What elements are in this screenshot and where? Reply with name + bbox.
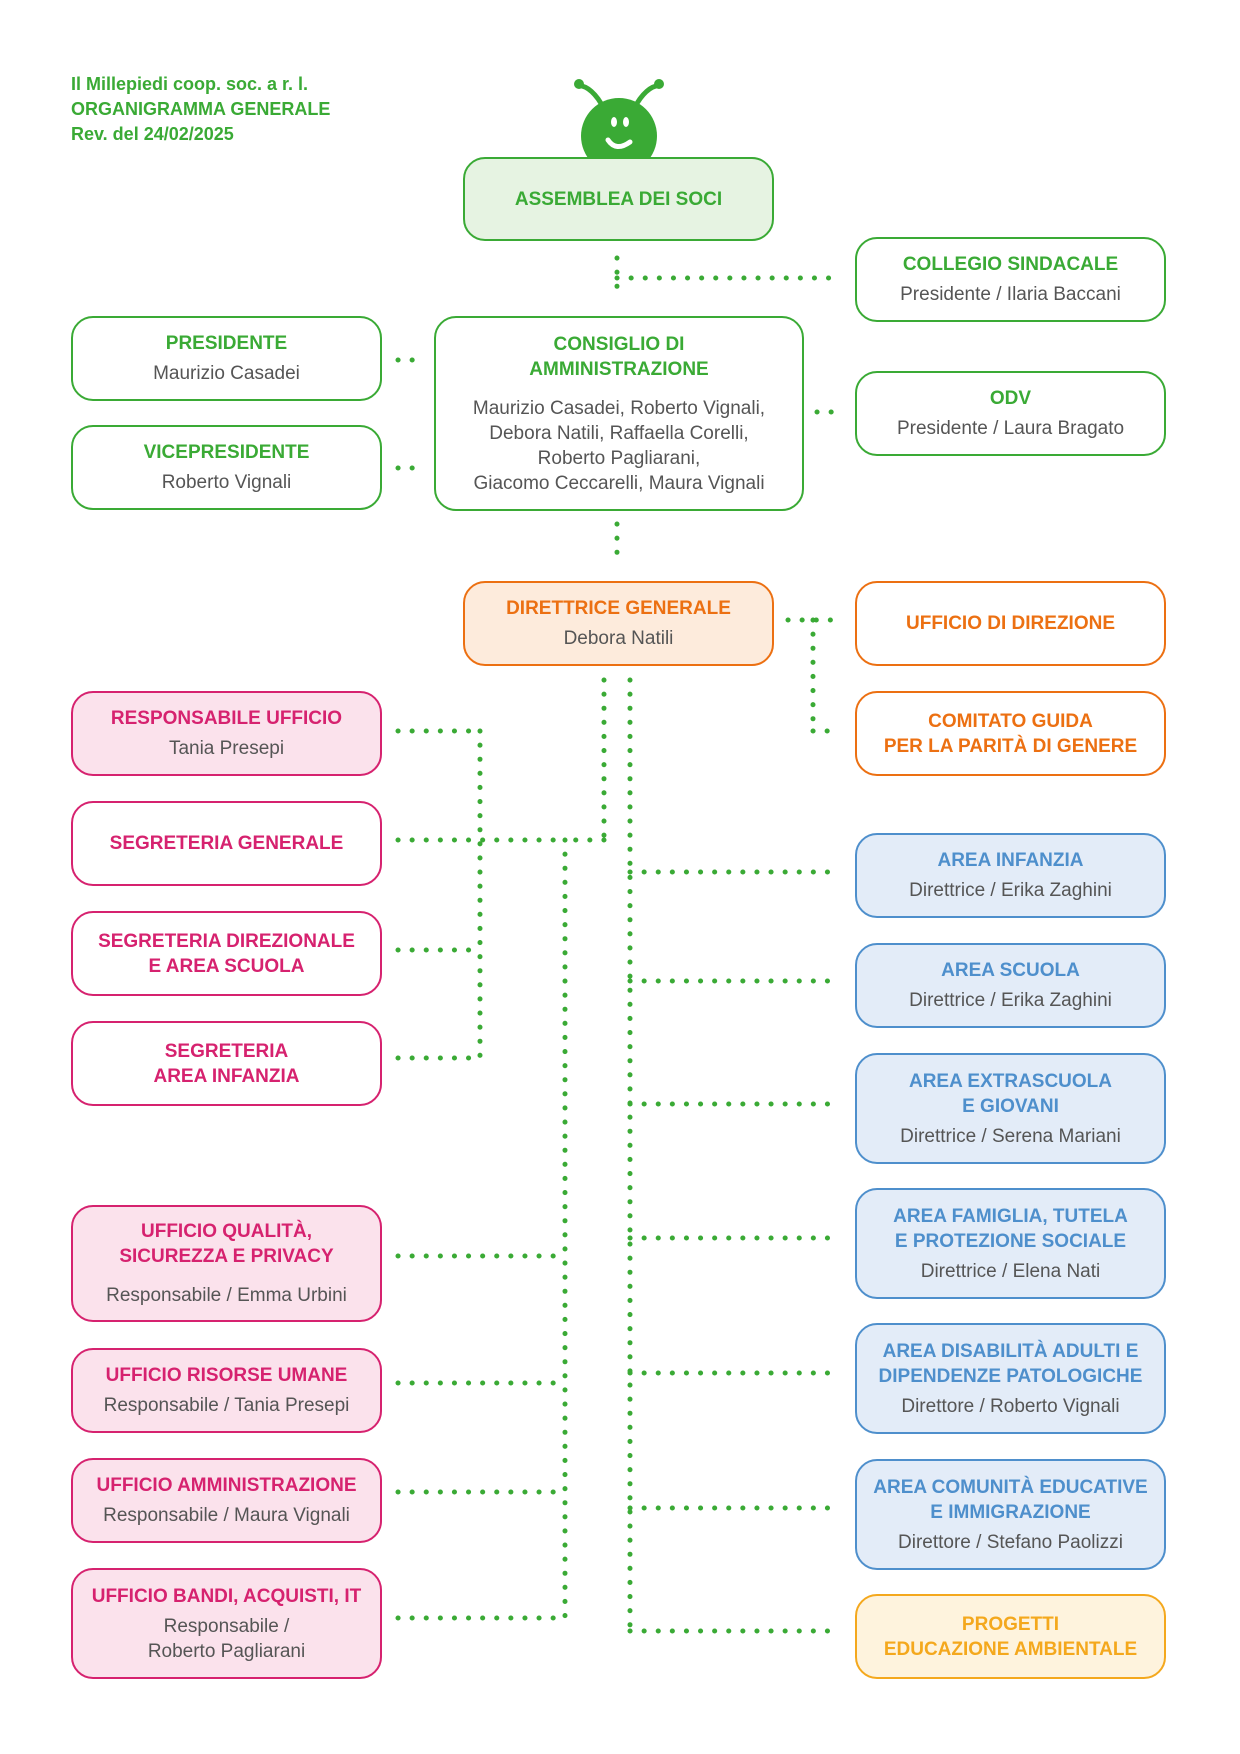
millepiedi-smiley-logo-icon (574, 79, 664, 174)
document-header: Il Millepiedi coop. soc. a r. l. ORGANIG… (71, 72, 330, 147)
node-title: DIRETTRICE GENERALE (506, 598, 731, 619)
node-title: ODV (989, 388, 1032, 409)
node-subtitle: Responsabile / Tania Presepi (103, 1395, 350, 1416)
node-title: PRESIDENTE (165, 333, 288, 354)
node-members: Maurizio Casadei, Roberto Vignali, Debor… (472, 397, 766, 494)
node-responsabile-ufficio: RESPONSABILE UFFICIO Tania Presepi (71, 691, 382, 776)
node-subtitle: Responsabile / Roberto Pagliarani (147, 1615, 306, 1662)
node-subtitle: Maurizio Casadei (153, 363, 300, 384)
company-name: Il Millepiedi coop. soc. a r. l. (71, 74, 309, 94)
node-title: AREA DISABILITÀ ADULTI E DIPENDENZE PATO… (878, 1340, 1143, 1387)
revision-date: Rev. del 24/02/2025 (71, 124, 234, 144)
node-area-famiglia: AREA FAMIGLIA, TUTELA E PROTEZIONE SOCIA… (855, 1188, 1166, 1299)
node-title: VICEPRESIDENTE (143, 442, 310, 463)
node-subtitle: Debora Natili (563, 628, 674, 649)
node-title: SEGRETERIA AREA INFANZIA (153, 1040, 300, 1087)
node-title: CONSIGLIO DI AMMINISTRAZIONE (529, 333, 709, 380)
node-subtitle: Presidente / Ilaria Baccani (900, 284, 1121, 305)
node-area-scuola: AREA SCUOLA Direttrice / Erika Zaghini (855, 943, 1166, 1028)
node-subtitle: Direttrice / Elena Nati (920, 1260, 1101, 1282)
node-subtitle: Roberto Vignali (161, 472, 292, 493)
node-subtitle: Direttore / Stefano Paolizzi (898, 1531, 1123, 1553)
node-title: SEGRETERIA GENERALE (109, 833, 344, 854)
node-title: PROGETTI EDUCAZIONE AMBIENTALE (883, 1613, 1138, 1660)
node-subtitle: Responsabile / Emma Urbini (106, 1285, 347, 1306)
node-subtitle: Direttrice / Serena Mariani (900, 1125, 1121, 1147)
node-title: ASSEMBLEA DEI SOCI (514, 188, 723, 210)
node-area-disabilita: AREA DISABILITÀ ADULTI E DIPENDENZE PATO… (855, 1323, 1166, 1434)
node-direttrice-generale: DIRETTRICE GENERALE Debora Natili (463, 581, 774, 666)
node-progetti-educazione-ambientale: PROGETTI EDUCAZIONE AMBIENTALE (855, 1594, 1166, 1679)
node-title: UFFICIO RISORSE UMANE (105, 1365, 348, 1386)
node-vicepresidente: VICEPRESIDENTE Roberto Vignali (71, 425, 382, 510)
node-segreteria-direzionale: SEGRETERIA DIREZIONALE E AREA SCUOLA (71, 911, 382, 996)
node-area-extrascuola: AREA EXTRASCUOLA E GIOVANI Direttrice / … (855, 1053, 1166, 1164)
node-title: AREA COMUNITÀ EDUCATIVE E IMMIGRAZIONE (873, 1476, 1148, 1523)
node-odv: ODV Presidente / Laura Bragato (855, 371, 1166, 456)
node-title: COMITATO GUIDA PER LA PARITÀ DI GENERE (883, 710, 1138, 757)
node-subtitle: Direttore / Roberto Vignali (901, 1395, 1120, 1417)
node-area-infanzia: AREA INFANZIA Direttrice / Erika Zaghini (855, 833, 1166, 918)
node-comitato-guida: COMITATO GUIDA PER LA PARITÀ DI GENERE (855, 691, 1166, 776)
node-subtitle: Direttrice / Erika Zaghini (909, 880, 1112, 901)
node-ufficio-di-direzione: UFFICIO DI DIREZIONE (855, 581, 1166, 666)
node-segreteria-area-infanzia: SEGRETERIA AREA INFANZIA (71, 1021, 382, 1106)
node-title: RESPONSABILE UFFICIO (110, 708, 343, 729)
chart-title: ORGANIGRAMMA GENERALE (71, 99, 331, 119)
node-segreteria-generale: SEGRETERIA GENERALE (71, 801, 382, 886)
node-subtitle: Tania Presepi (168, 738, 285, 759)
node-title: COLLEGIO SINDACALE (902, 254, 1119, 275)
node-ufficio-risorse-umane: UFFICIO RISORSE UMANE Responsabile / Tan… (71, 1348, 382, 1433)
node-title: UFFICIO BANDI, ACQUISTI, IT (91, 1585, 362, 1607)
node-ufficio-amministrazione: UFFICIO AMMINISTRAZIONE Responsabile / M… (71, 1458, 382, 1543)
node-title: AREA EXTRASCUOLA E GIOVANI (908, 1070, 1113, 1117)
node-consiglio-di-amministrazione: CONSIGLIO DI AMMINISTRAZIONE Maurizio Ca… (434, 316, 804, 511)
node-subtitle: Presidente / Laura Bragato (896, 418, 1125, 439)
node-title: UFFICIO AMMINISTRAZIONE (96, 1475, 357, 1496)
node-title: UFFICIO DI DIREZIONE (906, 613, 1115, 634)
node-subtitle: Responsabile / Maura Vignali (103, 1505, 350, 1526)
node-subtitle: Direttrice / Erika Zaghini (909, 990, 1112, 1011)
node-ufficio-qualita: UFFICIO QUALITÀ, SICUREZZA E PRIVACY Res… (71, 1205, 382, 1322)
node-title: UFFICIO QUALITÀ, SICUREZZA E PRIVACY (119, 1221, 334, 1267)
node-presidente: PRESIDENTE Maurizio Casadei (71, 316, 382, 401)
node-title: AREA FAMIGLIA, TUTELA E PROTEZIONE SOCIA… (893, 1205, 1128, 1252)
node-ufficio-bandi: UFFICIO BANDI, ACQUISTI, IT Responsabile… (71, 1568, 382, 1679)
node-title: AREA INFANZIA (937, 850, 1084, 871)
node-assemblea-dei-soci: ASSEMBLEA DEI SOCI (463, 157, 774, 241)
node-title: SEGRETERIA DIREZIONALE E AREA SCUOLA (98, 930, 355, 977)
node-title: AREA SCUOLA (941, 960, 1080, 981)
node-collegio-sindacale: COLLEGIO SINDACALE Presidente / Ilaria B… (855, 237, 1166, 322)
node-area-comunita: AREA COMUNITÀ EDUCATIVE E IMMIGRAZIONE D… (855, 1459, 1166, 1570)
